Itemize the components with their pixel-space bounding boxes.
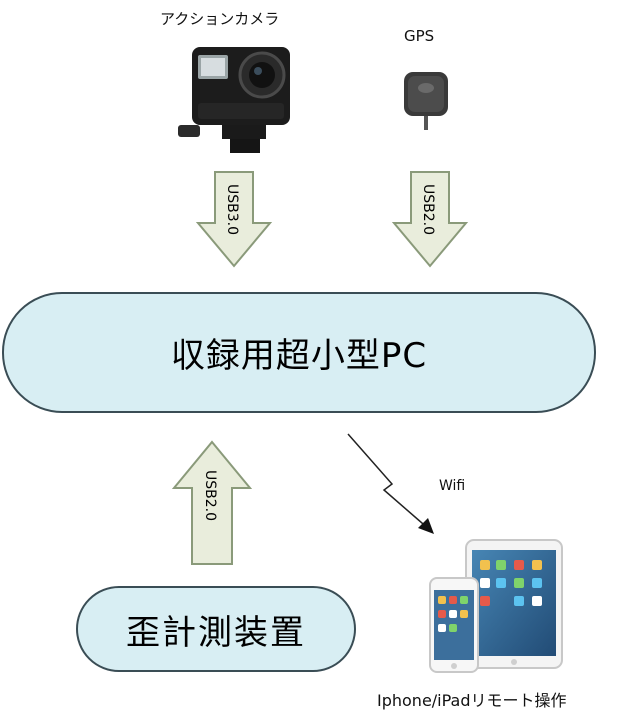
pc-box: 収録用超小型PC [2,292,596,413]
gps-usb-label: USB2.0 [420,184,436,236]
up-arrow-strain [171,440,253,565]
down-arrow-camera [195,171,273,268]
pc-label: 収録用超小型PC [170,336,428,376]
wifi-label: Wifi [439,478,466,494]
strain-usb-label: USB2.0 [202,470,218,522]
iphone-ipad-icon [429,539,563,673]
camera-usb-label: USB3.0 [224,184,240,236]
gps-receiver-icon [404,72,448,130]
gps-label: GPS [404,27,435,45]
action-camera-icon [178,47,290,153]
down-arrow-gps [391,171,469,268]
device-label: Iphone/iPadリモート操作 [377,691,567,710]
wifi-link-arrow [347,433,434,534]
strain-gauge-box: 歪計測装置 [76,586,356,672]
strain-label: 歪計測装置 [126,612,306,653]
camera-label: アクションカメラ [160,10,280,28]
